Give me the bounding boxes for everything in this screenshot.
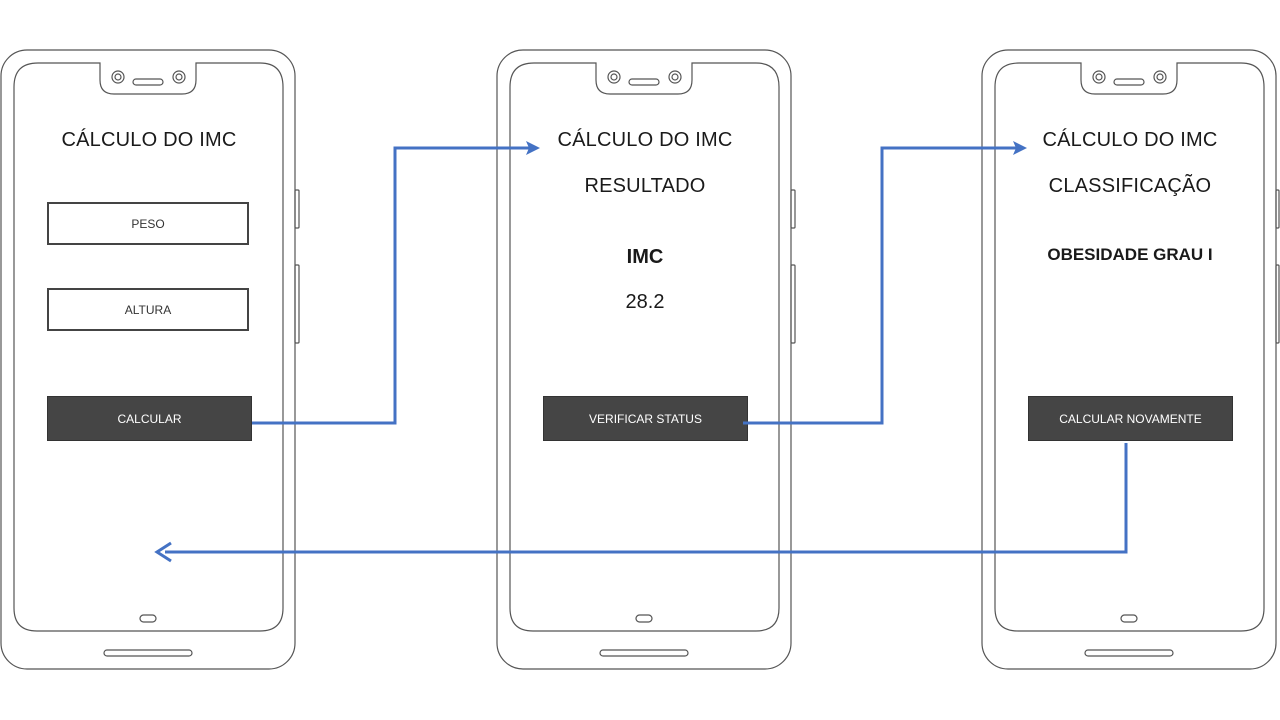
screen-title: CÁLCULO DO IMC [61, 129, 237, 151]
screen-subtitle: RESULTADO [584, 175, 706, 197]
flow-arrow-status-to-classification [743, 146, 1016, 425]
arrowhead-2 [1013, 141, 1027, 155]
phone-frame-2 [496, 49, 796, 670]
check-status-button[interactable]: VERIFICAR STATUS [543, 396, 748, 441]
calculate-button[interactable]: CALCULAR [47, 396, 252, 441]
screen-result: CÁLCULO DO IMC RESULTADO IMC 28.2 VERIFI… [497, 50, 793, 670]
screen-subtitle: CLASSIFICAÇÃO [1048, 175, 1212, 197]
result-value: 28.2 [625, 291, 665, 313]
classification-label: OBESIDADE GRAU I [1047, 245, 1213, 264]
recalculate-button[interactable]: CALCULAR NOVAMENTE [1028, 396, 1233, 441]
flow-arrow-calculate-to-result [252, 146, 530, 425]
arrowhead-3 [154, 541, 172, 563]
result-label: IMC [626, 246, 664, 268]
screen-title: CÁLCULO DO IMC [1042, 129, 1218, 151]
weight-input[interactable]: PESO [47, 202, 249, 245]
screen-classification: CÁLCULO DO IMC CLASSIFICAÇÃO OBESIDADE G… [982, 50, 1278, 670]
screen-input: CÁLCULO DO IMC PESO ALTURA CALCULAR [1, 50, 297, 670]
arrowhead-1 [526, 141, 540, 155]
flow-arrow-recalculate-to-input [165, 443, 1128, 554]
screen-title: CÁLCULO DO IMC [557, 129, 733, 151]
phone-frame-1 [0, 49, 300, 670]
phone-frame-3 [981, 49, 1280, 670]
height-input[interactable]: ALTURA [47, 288, 249, 331]
